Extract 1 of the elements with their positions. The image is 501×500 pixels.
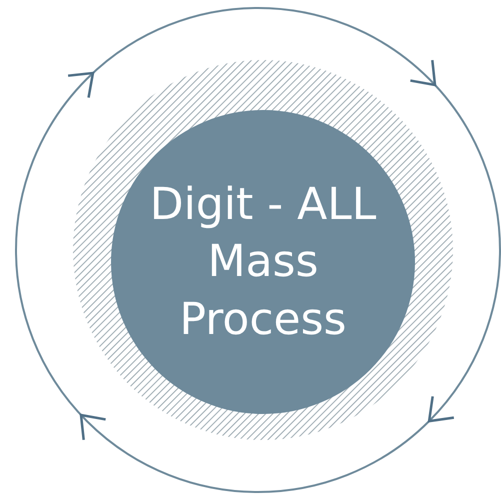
node-title: Digit - ALL Mass Process (148, 178, 378, 347)
